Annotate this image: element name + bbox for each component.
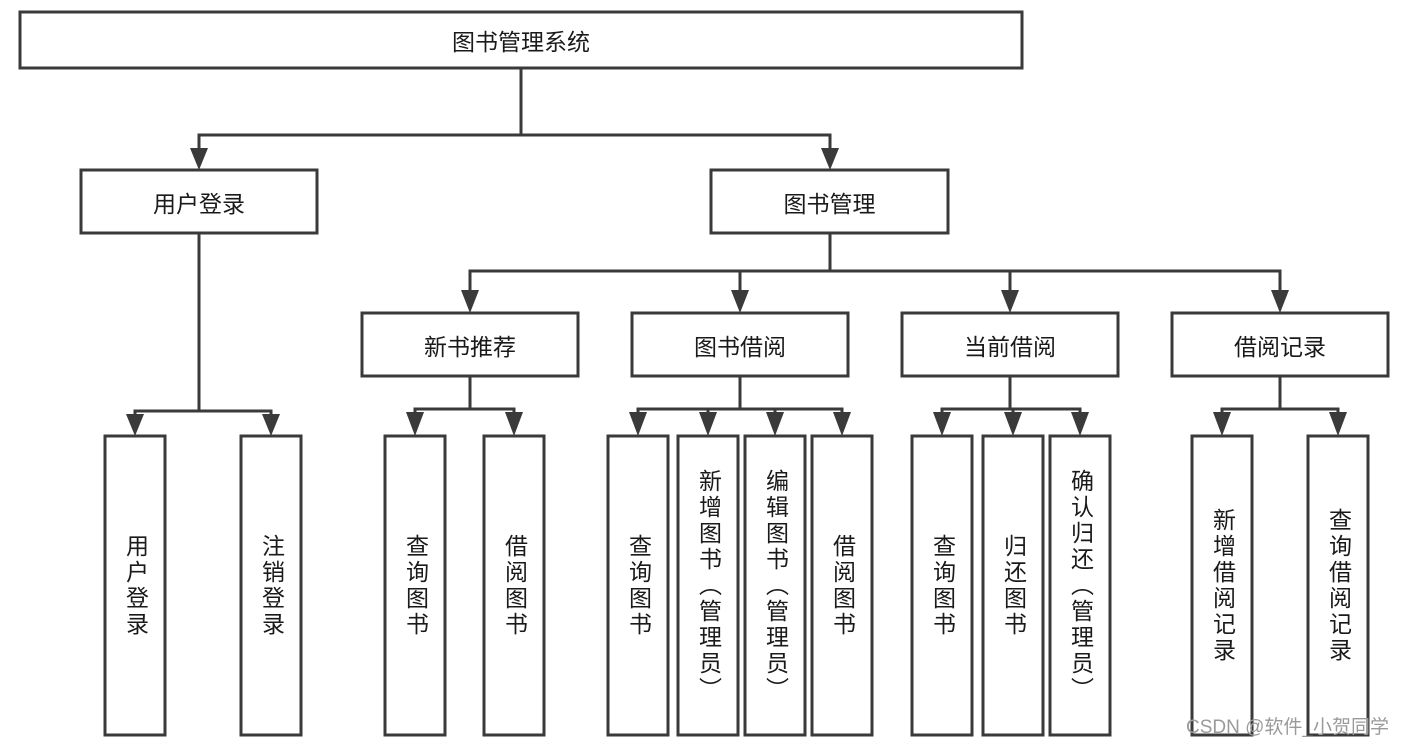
connector-new-book-to-leaves <box>406 374 523 436</box>
connector-user-login-to-leaves <box>126 231 280 436</box>
node-box-leaf-query-book-3[interactable] <box>910 434 974 737</box>
node-boxes <box>18 10 1390 737</box>
node-box-leaf-borrow-book-2[interactable] <box>810 434 874 737</box>
node-box-leaf-logout[interactable] <box>239 434 303 737</box>
arrowhead-leaf-query-book-2 <box>629 412 647 436</box>
arrowhead-book-manage <box>821 148 839 170</box>
arrowhead-leaf-edit-book <box>766 412 784 436</box>
connector-book-manage-to-level3 <box>461 231 1289 313</box>
arrowhead-leaf-add-book <box>699 412 717 436</box>
arrowhead-leaf-add-record <box>1213 412 1231 436</box>
connector-root-to-level2 <box>190 66 839 170</box>
node-box-leaf-borrow-book-1[interactable] <box>482 434 546 737</box>
arrowhead-borrow-record <box>1271 290 1289 313</box>
arrowhead-leaf-query-record <box>1329 412 1347 436</box>
connector-book-borrow-to-leaves <box>629 374 851 436</box>
arrowhead-current-borrow <box>1001 290 1019 313</box>
arrowhead-leaf-query-book-1 <box>406 412 424 436</box>
node-box-user-login[interactable] <box>79 168 319 235</box>
node-box-new-book-recommend[interactable] <box>360 311 580 378</box>
node-box-leaf-edit-book[interactable] <box>743 434 807 737</box>
arrowhead-user-login <box>190 148 208 170</box>
arrowhead-leaf-confirm-return <box>1071 412 1089 436</box>
node-box-leaf-query-book-1[interactable] <box>383 434 447 737</box>
arrowhead-leaf-query-book-3 <box>933 412 951 436</box>
arrowhead-leaf-return-book <box>1004 412 1022 436</box>
arrowhead-new-book <box>461 290 479 313</box>
arrowhead-book-borrow <box>731 290 749 313</box>
node-box-leaf-query-book-2[interactable] <box>606 434 670 737</box>
node-box-leaf-confirm-return[interactable] <box>1048 434 1112 737</box>
node-box-book-borrow[interactable] <box>630 311 850 378</box>
node-box-root[interactable] <box>18 10 1024 70</box>
arrowhead-leaf-user-login <box>126 414 144 436</box>
arrowhead-leaf-logout <box>262 414 280 436</box>
node-box-current-borrow[interactable] <box>900 311 1120 378</box>
node-box-book-manage[interactable] <box>709 168 950 235</box>
connector-borrow-record-to-leaves <box>1213 374 1347 436</box>
node-box-leaf-add-record[interactable] <box>1190 434 1254 737</box>
node-box-leaf-add-book[interactable] <box>676 434 740 737</box>
arrowhead-leaf-borrow-book-1 <box>505 412 523 436</box>
arrowhead-leaf-borrow-book-2 <box>833 412 851 436</box>
node-box-leaf-query-record[interactable] <box>1306 434 1370 737</box>
node-box-leaf-return-book[interactable] <box>981 434 1045 737</box>
connector-current-borrow-to-leaves <box>933 374 1089 436</box>
node-box-leaf-user-login[interactable] <box>103 434 167 737</box>
node-box-borrow-record[interactable] <box>1170 311 1390 378</box>
